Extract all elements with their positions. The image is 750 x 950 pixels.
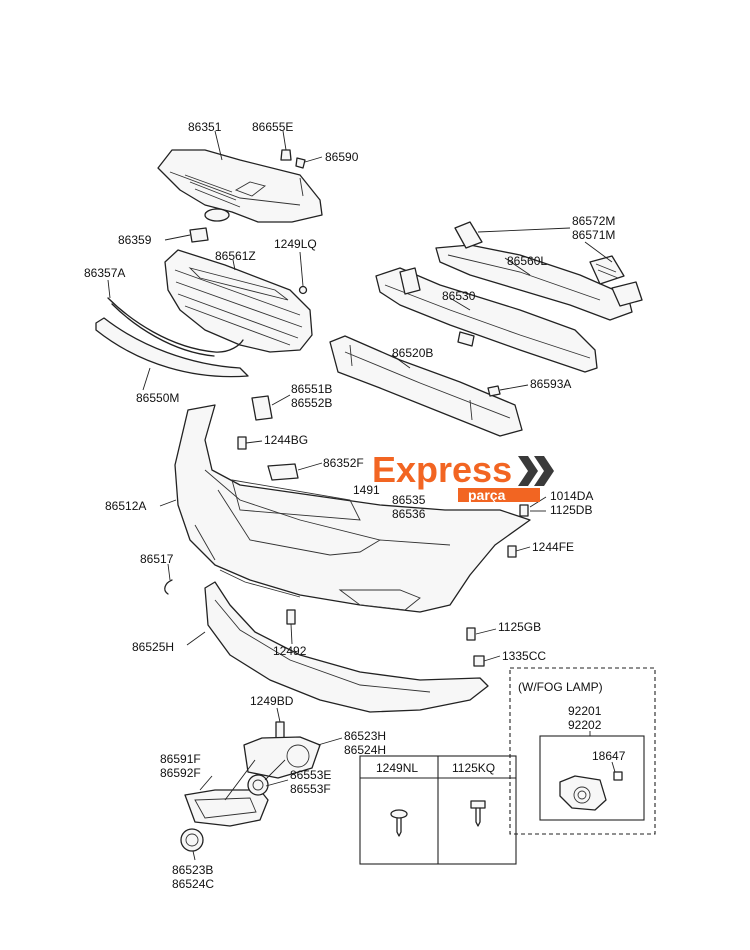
label-86551b: 86551B	[291, 382, 332, 396]
upper-cover-part	[157, 149, 323, 223]
label-1244fe: 1244FE	[532, 540, 574, 554]
label-18647: 18647	[592, 749, 626, 763]
logo-brand-text: Express	[372, 449, 512, 490]
label-86523b: 86523B	[172, 863, 213, 877]
label-86357a: 86357A	[84, 266, 125, 280]
label-1335cc: 1335CC	[502, 649, 546, 663]
label-1249lq: 1249LQ	[274, 237, 317, 251]
label-86561z: 86561Z	[215, 249, 256, 263]
absorber-86520b-part	[329, 335, 523, 437]
label-86560l: 86560L	[507, 254, 547, 268]
label-86530: 86530	[442, 289, 476, 303]
clip-86517-part	[164, 579, 173, 595]
bolt-1249bd	[275, 721, 285, 739]
lower-lip-86525h-part	[204, 581, 489, 713]
fog-bezel-86591f-part	[184, 789, 269, 827]
bracket-86572m-part	[454, 221, 483, 249]
label-1014da: 1014DA	[550, 489, 593, 503]
label-1244bg: 1244BG	[264, 433, 308, 447]
label-86535: 86535	[392, 493, 426, 507]
label-86553f: 86553F	[290, 782, 331, 796]
clip-86593a	[487, 385, 501, 397]
grille-trim-lower-part	[95, 317, 249, 378]
label-86591f: 86591F	[160, 752, 201, 766]
label-86552b: 86552B	[291, 396, 332, 410]
logo-chevron-icon-1	[518, 456, 538, 486]
label-86593a: 86593A	[530, 377, 571, 391]
label-92202: 92202	[568, 718, 602, 732]
bolt-1125gb	[466, 627, 476, 641]
label-86550m: 86550M	[136, 391, 179, 405]
label-86553e: 86553E	[290, 768, 331, 782]
clip-86590	[295, 157, 306, 169]
bolt-12492	[286, 609, 296, 625]
fog-lamp-box: (W/FOG LAMP) 92201 92202 18647	[509, 667, 656, 835]
screw-1249nl-icon	[390, 809, 408, 837]
cover-86553e-part	[247, 774, 269, 796]
fastener-col-1125kq: 1125KQ	[452, 761, 495, 775]
grille-trim-upper-part	[107, 297, 244, 357]
logo-sub-bar	[458, 488, 540, 502]
label-92201: 92201	[568, 704, 602, 718]
fog-lamp-part	[559, 775, 607, 811]
label-1249bd: 1249BD	[250, 694, 294, 708]
emblem-86359	[189, 227, 209, 243]
leader-lines	[107, 130, 613, 861]
label-86524c: 86524C	[172, 877, 214, 891]
logo-chevron-icon-2	[534, 456, 554, 486]
label-86592f: 86592F	[160, 766, 201, 780]
label-86517: 86517	[140, 552, 174, 566]
rail-86560l-part	[435, 244, 633, 321]
label-12492: 12492	[273, 644, 307, 658]
label-86359: 86359	[118, 233, 152, 247]
label-86525h: 86525H	[132, 640, 174, 654]
bracket-86551b-part	[251, 395, 273, 421]
bracket-86352f-part	[267, 463, 299, 481]
label-86524h: 86524H	[344, 743, 386, 757]
label-1491: 1491	[353, 483, 380, 497]
label-1125db: 1125DB	[550, 503, 592, 517]
label-86572m: 86572M	[572, 214, 615, 228]
bolt-1244bg	[237, 436, 247, 450]
label-86655e: 86655E	[252, 120, 293, 134]
fog-bezel-86523h-part	[243, 736, 321, 779]
clip-86655e	[280, 149, 292, 161]
label-86571m: 86571M	[572, 228, 615, 242]
bolt-1125db	[519, 504, 529, 517]
radiator-grille-part	[164, 249, 313, 353]
label-86351: 86351	[188, 120, 222, 134]
part-labels: 86351 86655E 86590 86359 86561Z 1249LQ 8…	[84, 120, 615, 891]
label-86590: 86590	[325, 150, 359, 164]
label-86520b: 86520B	[392, 346, 433, 360]
fog-lamp-title: (W/FOG LAMP)	[518, 680, 603, 694]
bumper-beam-86530-part	[375, 267, 598, 373]
screw-1125kq-icon	[470, 800, 486, 827]
label-86523h: 86523H	[344, 729, 386, 743]
bolt-1335cc	[473, 655, 485, 667]
bolt-1244fe	[507, 545, 517, 558]
bumper-cover-86512a-part	[174, 404, 531, 613]
label-86352f: 86352F	[323, 456, 364, 470]
label-86512a: 86512A	[105, 499, 146, 513]
bulb-18647-part	[613, 771, 623, 781]
express-parca-logo: Express parça	[372, 449, 554, 503]
logo-sub-text: parça	[468, 487, 506, 503]
cover-86523b-part	[180, 828, 204, 852]
label-1125gb: 1125GB	[498, 620, 541, 634]
bracket-86571m-part	[589, 255, 643, 307]
fastener-table: 1249NL 1125KQ	[359, 755, 517, 865]
label-86536: 86536	[392, 507, 426, 521]
fastener-col-1249nl: 1249NL	[376, 761, 418, 775]
